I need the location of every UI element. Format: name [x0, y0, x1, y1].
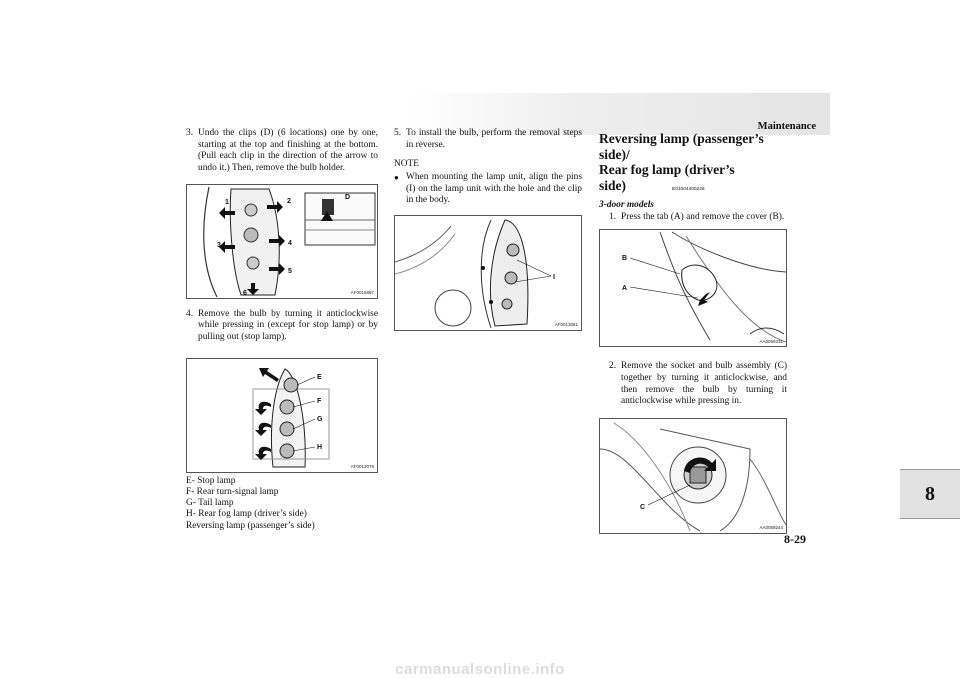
legend-line: F- Rear turn-signal lamp	[186, 486, 279, 497]
header-band	[410, 93, 830, 135]
step-1: 1. Press the tab (A) and remove the cove…	[599, 212, 787, 224]
section-heading: Reversing lamp (passenger’s side)/ Rear …	[599, 131, 787, 193]
fig2-label-g: G	[317, 416, 323, 423]
step-number: 1.	[609, 211, 617, 222]
fig1-label-2: 2	[287, 198, 291, 205]
fig1-label-4: 4	[288, 240, 292, 247]
fig1-label-3: 3	[217, 242, 221, 249]
figure-id: AF0013078	[350, 464, 374, 470]
legend-line: H- Rear fog lamp (driver’s side)	[186, 509, 307, 520]
legend: E- Stop lamp F- Rear turn-signal lamp G-…	[186, 476, 378, 532]
watermark: carmanualsonline.info	[395, 661, 565, 678]
column-3: Reversing lamp (passenger’s side)/ Rear …	[599, 128, 787, 534]
step-text: Undo the clips (D) (6 locations) one by …	[198, 128, 378, 173]
figure-id: AA0059244	[759, 525, 783, 531]
figure-cover-tab: B A AA0059231	[599, 229, 787, 348]
figure-bulb-holder-clips: 1 2 3 4 5 6 D AF0015867	[186, 183, 378, 299]
figure-id: AF0015867	[350, 290, 374, 296]
section-heading-line-1: Reversing lamp (passenger’s side)/	[599, 131, 764, 162]
fig1-label-5: 5	[288, 268, 292, 275]
fig5-label-c: C	[640, 504, 645, 511]
fig4-label-a: A	[622, 285, 627, 292]
step-4: 4. Remove the bulb by turning it anticlo…	[186, 309, 378, 344]
legend-line: Reversing lamp (passenger’s side)	[186, 520, 315, 531]
step-number: 2.	[609, 361, 617, 372]
step-number: 4.	[186, 308, 194, 319]
step-3: 3. Undo the clips (D) (6 locations) one …	[186, 128, 378, 175]
legend-line: G- Tail lamp	[186, 498, 234, 509]
step-number: 3.	[186, 128, 194, 138]
chapter-tab: 8	[900, 469, 960, 519]
column-2: 5. To install the bulb, perform the remo…	[394, 128, 582, 331]
note-text: When mounting the lamp unit, align the p…	[406, 171, 582, 206]
step-number: 5.	[394, 128, 402, 138]
page-number: 8-29	[784, 532, 806, 546]
bullet-icon: ●	[394, 172, 399, 182]
note-item: ● When mounting the lamp unit, align the…	[394, 172, 582, 207]
fig1-label-d: D	[345, 194, 350, 201]
step-text: Press the tab (A) and remove the cover (…	[621, 211, 785, 222]
column-1: 3. Undo the clips (D) (6 locations) one …	[186, 128, 378, 532]
figure-lamp-pins: I AF0013081	[394, 214, 582, 331]
note-heading: NOTE	[394, 159, 419, 170]
step-text: Remove the socket and bulb assembly (C) …	[621, 361, 787, 407]
figure-id: AF0013081	[554, 322, 578, 328]
step-text: To install the bulb, perform the removal…	[406, 128, 582, 150]
fig3-label-i: I	[553, 274, 555, 281]
legend-line: E- Stop lamp	[186, 475, 236, 486]
figure-id: AA0059231	[759, 338, 783, 344]
subheading: 3-door models	[599, 200, 654, 211]
section-title: Maintenance	[757, 121, 816, 132]
step-text: Remove the bulb by turning it anticlockw…	[198, 308, 378, 342]
fig2-label-f: F	[317, 398, 322, 405]
fig2-label-h: H	[317, 444, 322, 451]
fig1-label-1: 1	[225, 199, 229, 206]
chapter-number: 8	[925, 482, 935, 505]
step-5: 5. To install the bulb, perform the remo…	[394, 128, 582, 151]
section-heading-line-2: Rear fog lamp (driver’s side)E0100440022…	[599, 162, 735, 193]
fig1-label-6: 6	[243, 290, 247, 297]
figure-bulb-positions: E F G H AF0013078	[186, 357, 378, 473]
fig2-label-e: E	[317, 374, 322, 381]
figure-socket-removal: C AA0059244	[599, 418, 787, 534]
fig4-label-b: B	[622, 255, 627, 262]
section-code: E01004400228	[672, 186, 705, 192]
step-2: 2. Remove the socket and bulb assembly (…	[599, 361, 787, 408]
